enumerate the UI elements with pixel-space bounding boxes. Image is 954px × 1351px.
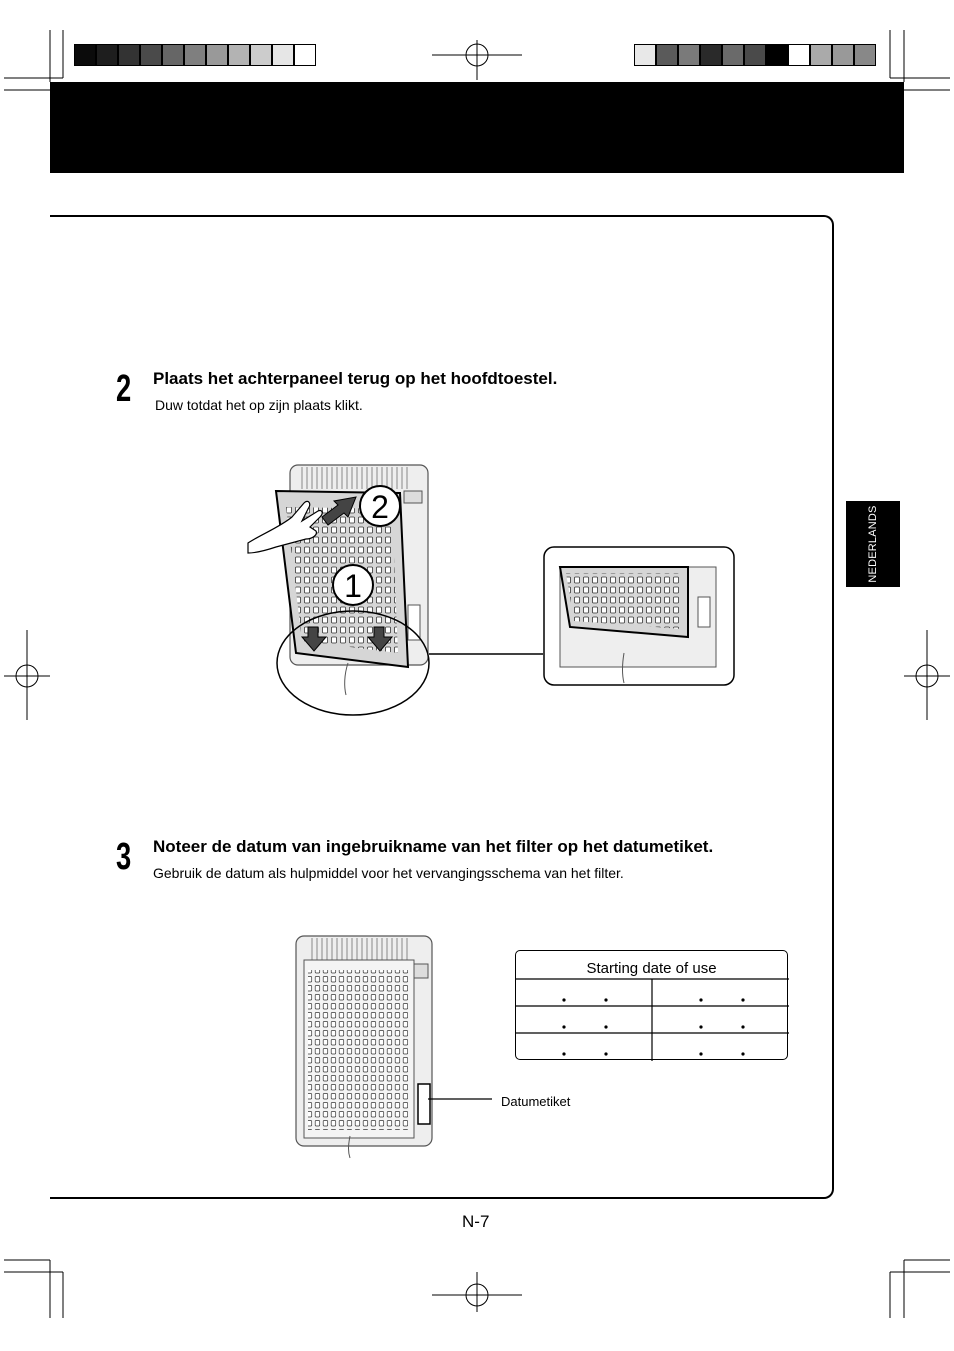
content-frame [50,215,834,1199]
color-bar-left-swatch [74,44,96,66]
color-bar-left-swatch [294,44,316,66]
callout-1: 1 [332,564,374,606]
date-label: Starting date of use [515,950,789,1061]
color-bar-right-swatch [722,44,744,66]
color-bar-left-swatch [162,44,184,66]
date-label-sticker [417,1083,431,1125]
color-bar-right-swatch [678,44,700,66]
zoom-detail-box [543,546,735,686]
step3-illustration [295,935,433,1159]
date-label-title: Starting date of use [586,960,717,977]
step3-number: 3 [116,836,132,878]
color-bar-right-swatch [788,44,810,66]
color-bar-right-swatch [810,44,832,66]
date-label-grid [516,978,789,1061]
color-bar-left-swatch [272,44,294,66]
language-tab-label: NEDERLANDS [867,505,879,583]
datumetiket-leader [428,1098,492,1100]
arrow-down-icon [300,626,394,652]
color-bar-left-swatch [206,44,228,66]
color-bar-right-swatch [832,44,854,66]
step3-title: Noteer de datum van ingebruikname van he… [153,837,714,856]
color-bar-right-swatch [656,44,678,66]
step2-description: Duw totdat het op zijn plaats klikt. [155,397,363,413]
datumetiket-label: Datumetiket [501,1094,571,1109]
zoom-ellipse [276,610,430,716]
color-bar-left-swatch [96,44,118,66]
color-bar-left-swatch [228,44,250,66]
color-bar-right-swatch [700,44,722,66]
color-bar-left-swatch [140,44,162,66]
callout-2-text: 2 [371,489,389,525]
color-bar-right-swatch [854,44,876,66]
color-bar-left-swatch [184,44,206,66]
color-bar-right-swatch [634,44,656,66]
color-bar-right-swatch [766,44,788,66]
header-bar [50,82,904,173]
page-number: N-7 [462,1212,490,1231]
language-tab: NEDERLANDS [846,501,900,587]
step2-number: 2 [116,368,132,410]
color-bar-right-swatch [744,44,766,66]
arrow-up-icon [321,496,357,526]
color-bar-left-swatch [118,44,140,66]
color-bar-right [634,44,876,66]
callout-1-text: 1 [344,568,362,604]
step3-description: Gebruik de datum als hulpmiddel voor het… [153,865,624,881]
color-bar-left-swatch [250,44,272,66]
step2-illustration: 1 2 [247,464,735,716]
hand-illustration [247,500,323,554]
step2-title: Plaats het achterpaneel terug op het hoo… [153,369,558,388]
color-bar-left [74,44,316,66]
callout-2: 2 [359,485,401,527]
